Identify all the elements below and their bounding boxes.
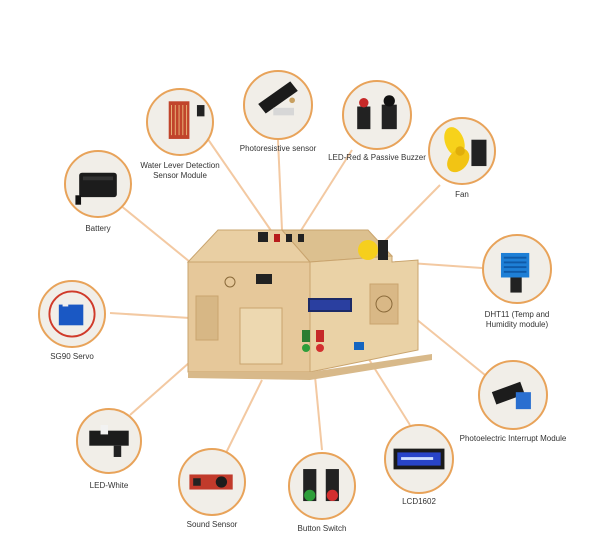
bubble-lcd [384,424,454,494]
connector-servo [109,312,191,319]
bubble-button [288,452,356,520]
connector-led-buzzer [299,149,353,233]
label-battery: Battery [85,224,111,233]
bubble-battery [64,150,132,218]
water-level-sensor-icon [168,101,205,139]
photo-interrupter-icon [491,381,531,410]
sound-sensor-icon [189,474,233,490]
label-water-level: Water Lever Detection Sensor Module [140,161,220,180]
connector-sound [224,379,263,456]
button-switch-icon [303,469,339,502]
bubble-led-white [76,408,142,474]
lcd-icon [393,448,445,470]
bubble-fan [428,117,496,185]
label-fan: Fan [455,190,469,199]
label-photo-interrupt: Photoelectric Interrupt Module [459,434,567,443]
label-dht11: DHT11 (Temp and Humidity module) [484,310,550,329]
connector-fan [377,184,441,249]
bubble-water-level [146,88,214,156]
servo-icon [48,290,96,338]
label-photoresistive: Photoresistive sensor [239,144,317,153]
bubble-led-buzzer [342,80,412,150]
dht11-sensor-icon [500,252,530,293]
bubble-dht11 [482,234,552,304]
bubble-sound [178,448,246,516]
white-led-icon [89,425,129,457]
bubble-servo [38,280,106,348]
label-servo: SG90 Servo [50,352,94,361]
fan-icon [444,127,487,173]
label-led-white: LED-White [89,481,129,490]
led-buzzer-icon [357,95,397,130]
label-led-buzzer: LED-Red & Passive Buzzer [328,153,426,162]
bubble-photo-interrupt [478,360,548,430]
connector-photoresistive [277,139,283,231]
bubble-photoresistive [243,70,313,140]
wooden-house-kit-icon [170,222,440,382]
connector-battery [119,204,191,263]
battery-icon [75,172,117,205]
label-lcd: LCD1602 [402,497,436,506]
connector-led-white [129,361,191,416]
connector-water-level [204,134,273,233]
label-sound: Sound Sensor [186,520,238,529]
photoresistor-icon [258,81,298,116]
label-button: Button Switch [297,524,347,533]
